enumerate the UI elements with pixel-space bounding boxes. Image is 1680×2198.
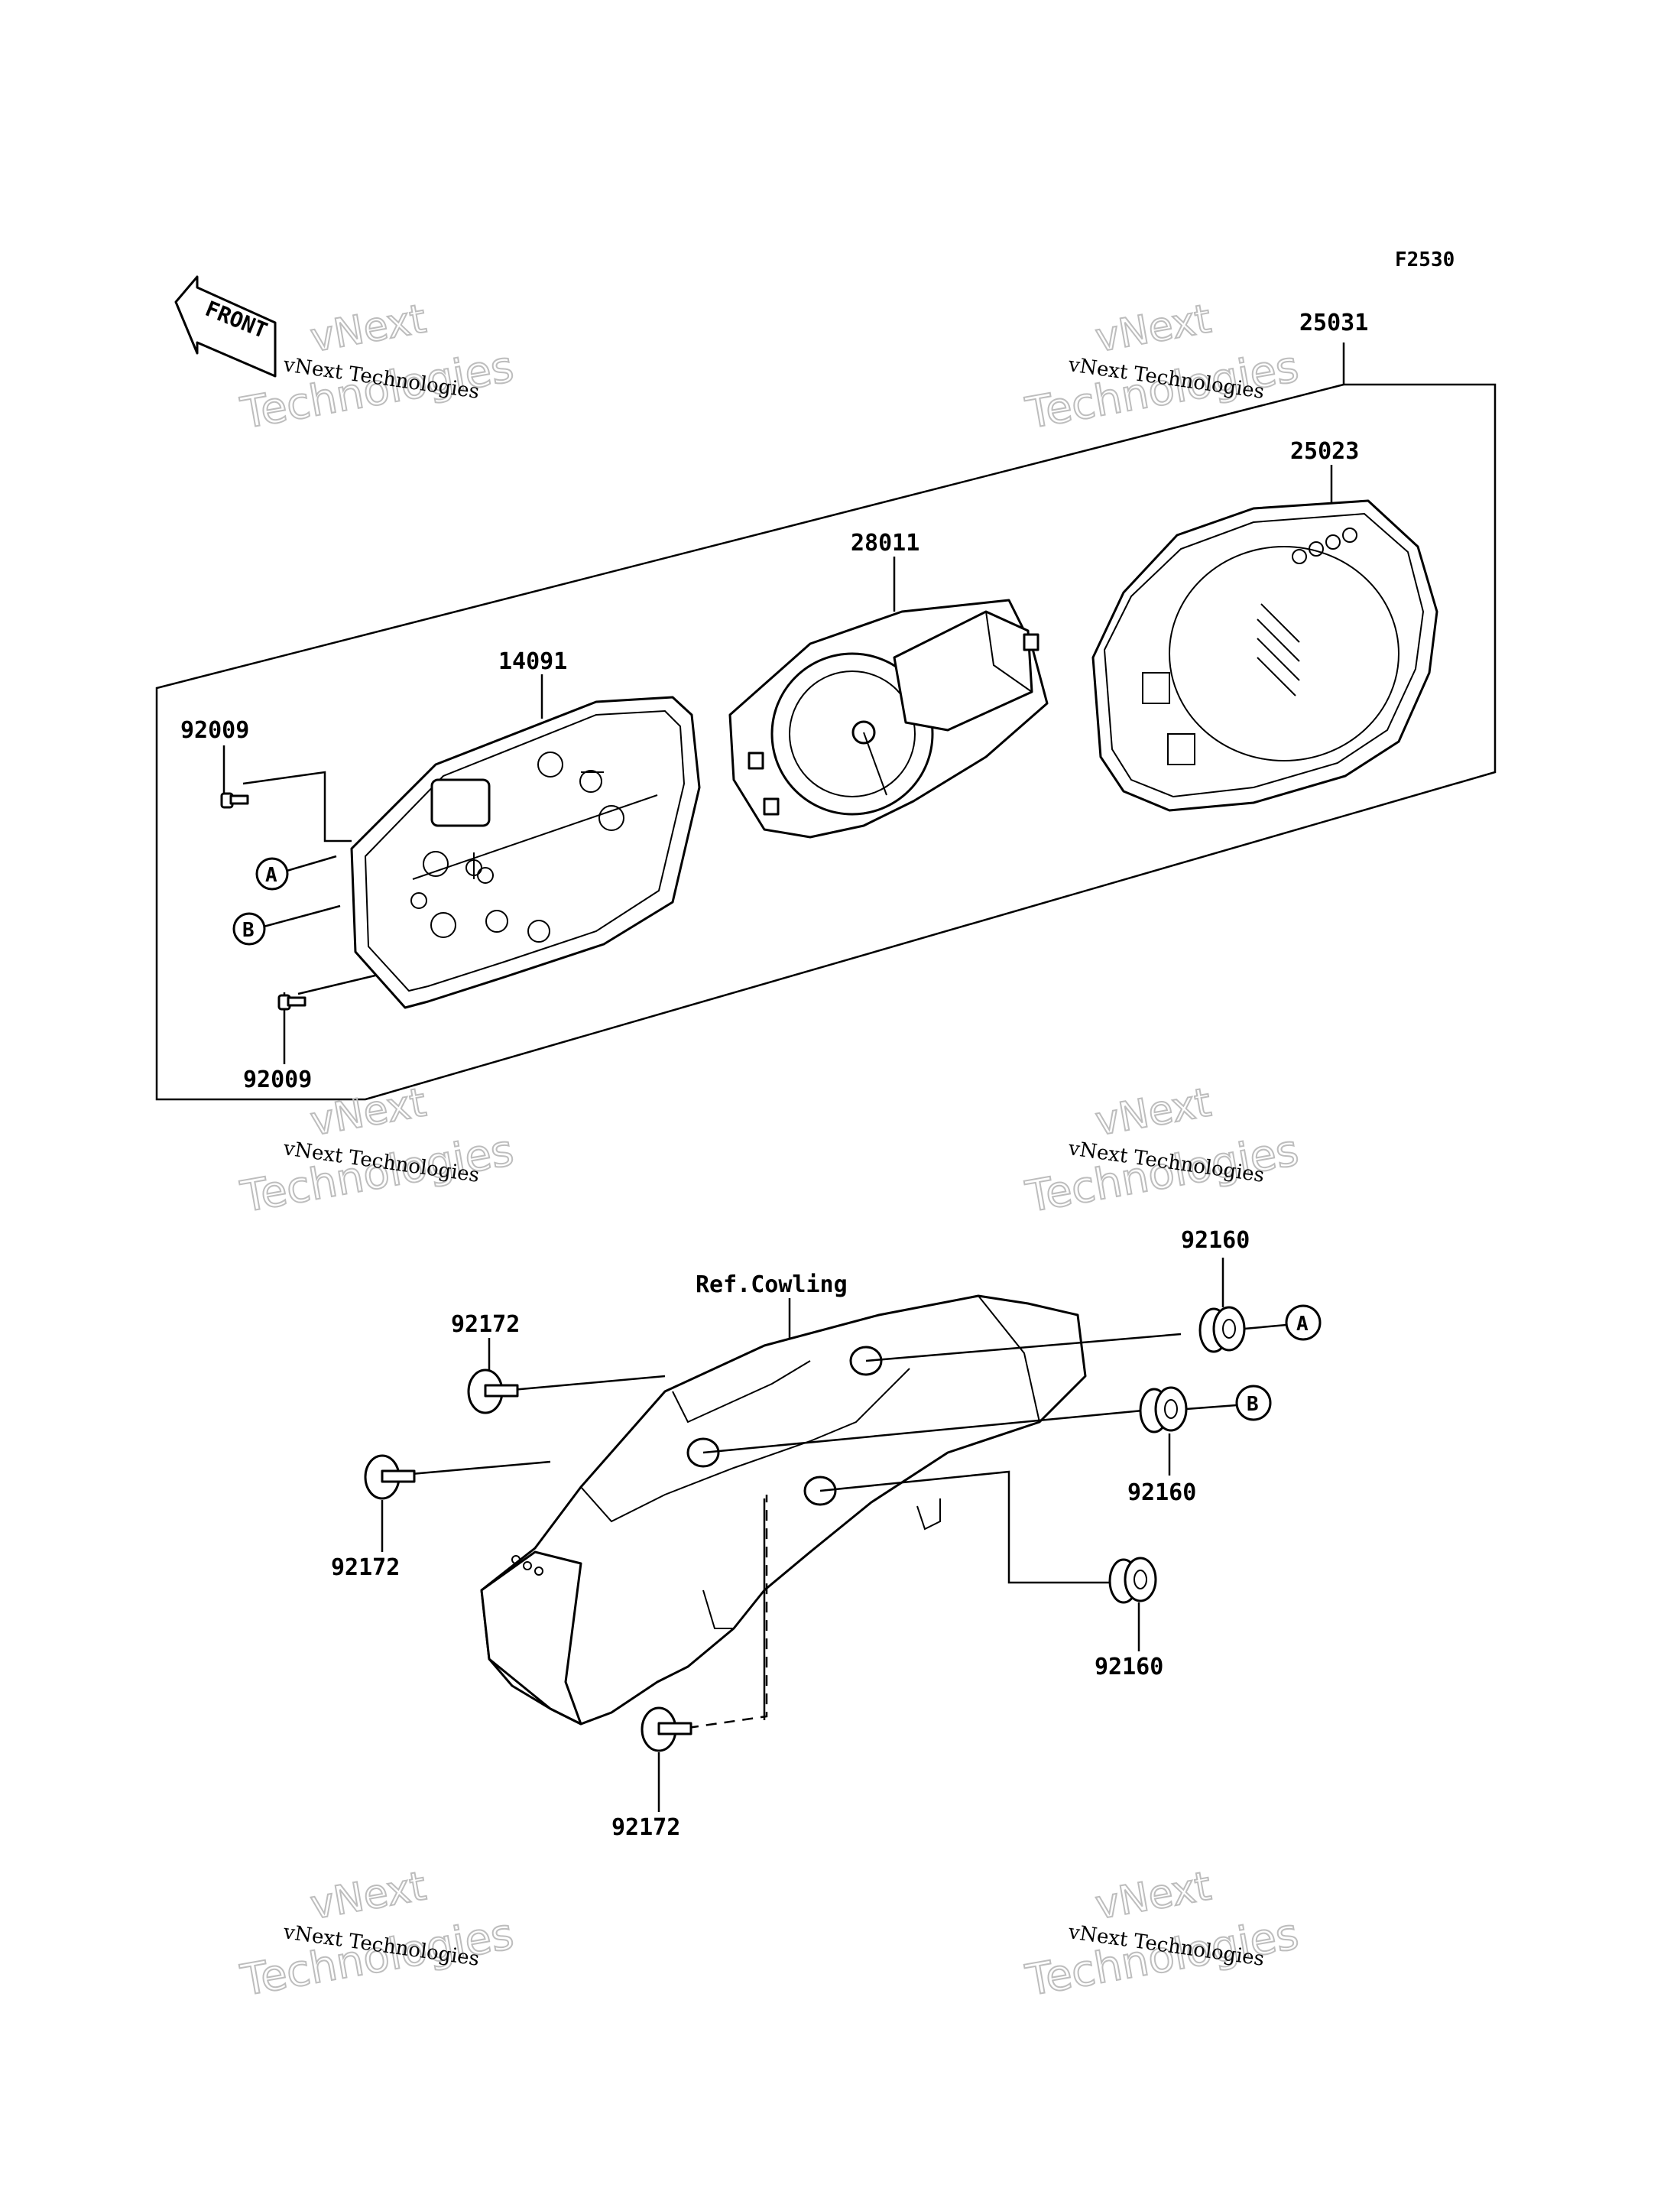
svg-text:vNext: vNext: [307, 1080, 430, 1144]
part-number-25031: 25031: [1299, 310, 1368, 336]
watermark-bottom-right: vNext Technologies vNext Technologies: [1021, 1862, 1303, 2007]
part-number-25023: 25023: [1290, 438, 1359, 465]
watermark-top-right: vNext Technologies vNext Technologies: [1021, 295, 1303, 440]
svg-text:vNext: vNext: [1092, 1080, 1215, 1144]
watermark-mid-right: vNext Technologies vNext Technologies: [1021, 1079, 1303, 1223]
figure-code: F2530: [1395, 248, 1455, 271]
bolt-92172-mid-icon: [364, 1454, 416, 1500]
part-number-92009-lower: 92009: [243, 1067, 312, 1093]
watermark-bottom-left: vNext Technologies vNext Technologies: [236, 1862, 518, 2007]
part-number-92009-upper: 92009: [180, 717, 249, 744]
bolt-92172-low-icon: [641, 1706, 692, 1752]
bolt-92172-top-icon: [467, 1368, 519, 1414]
meter-case-lower: [350, 696, 701, 1009]
lens-hatch: [1257, 603, 1300, 696]
part-number-92172-top: 92172: [451, 1311, 520, 1338]
svg-text:vNext: vNext: [307, 1863, 430, 1928]
cowling-bracket: [480, 1294, 1087, 1726]
part-number-92160-top: 92160: [1181, 1227, 1250, 1254]
screw-92009-upper-icon: [220, 792, 249, 809]
part-number-92160-low: 92160: [1095, 1654, 1163, 1680]
assembly-outline: [155, 343, 1497, 1101]
part-number-92172-mid: 92172: [331, 1554, 400, 1581]
watermark-mid-left: vNext Technologies vNext Technologies: [236, 1079, 518, 1223]
meter-case-cover: [1091, 499, 1438, 812]
grommet-92160-mid-icon: [1139, 1386, 1188, 1433]
svg-text:A: A: [265, 864, 277, 887]
part-number-28011: 28011: [851, 530, 919, 557]
part-number-92160-mid: 92160: [1127, 1479, 1196, 1506]
grommet-92160-top-icon: [1198, 1306, 1246, 1353]
watermark-top-left: vNext Technologies vNext Technologies: [236, 295, 518, 440]
svg-text:vNext: vNext: [307, 296, 430, 361]
svg-text:vNext: vNext: [1092, 296, 1215, 361]
callout-b-upper: B: [232, 912, 266, 946]
svg-text:A: A: [1296, 1313, 1309, 1336]
part-number-14091: 14091: [498, 648, 567, 675]
meter-gauge: [728, 599, 1049, 839]
svg-text:B: B: [1247, 1393, 1259, 1416]
grommet-92160-low-icon: [1108, 1557, 1157, 1604]
callout-a-upper: A: [255, 857, 289, 891]
svg-text:vNext: vNext: [1092, 1863, 1215, 1928]
callout-b-lower: B: [1235, 1385, 1272, 1421]
front-arrow-icon: FRONT: [174, 275, 277, 378]
screw-92009-lower-icon: [277, 994, 306, 1011]
svg-text:B: B: [242, 919, 255, 942]
ref-cowling-label: Ref.Cowling: [696, 1271, 848, 1298]
callout-a-lower: A: [1285, 1304, 1322, 1341]
part-number-92172-low: 92172: [611, 1814, 680, 1841]
